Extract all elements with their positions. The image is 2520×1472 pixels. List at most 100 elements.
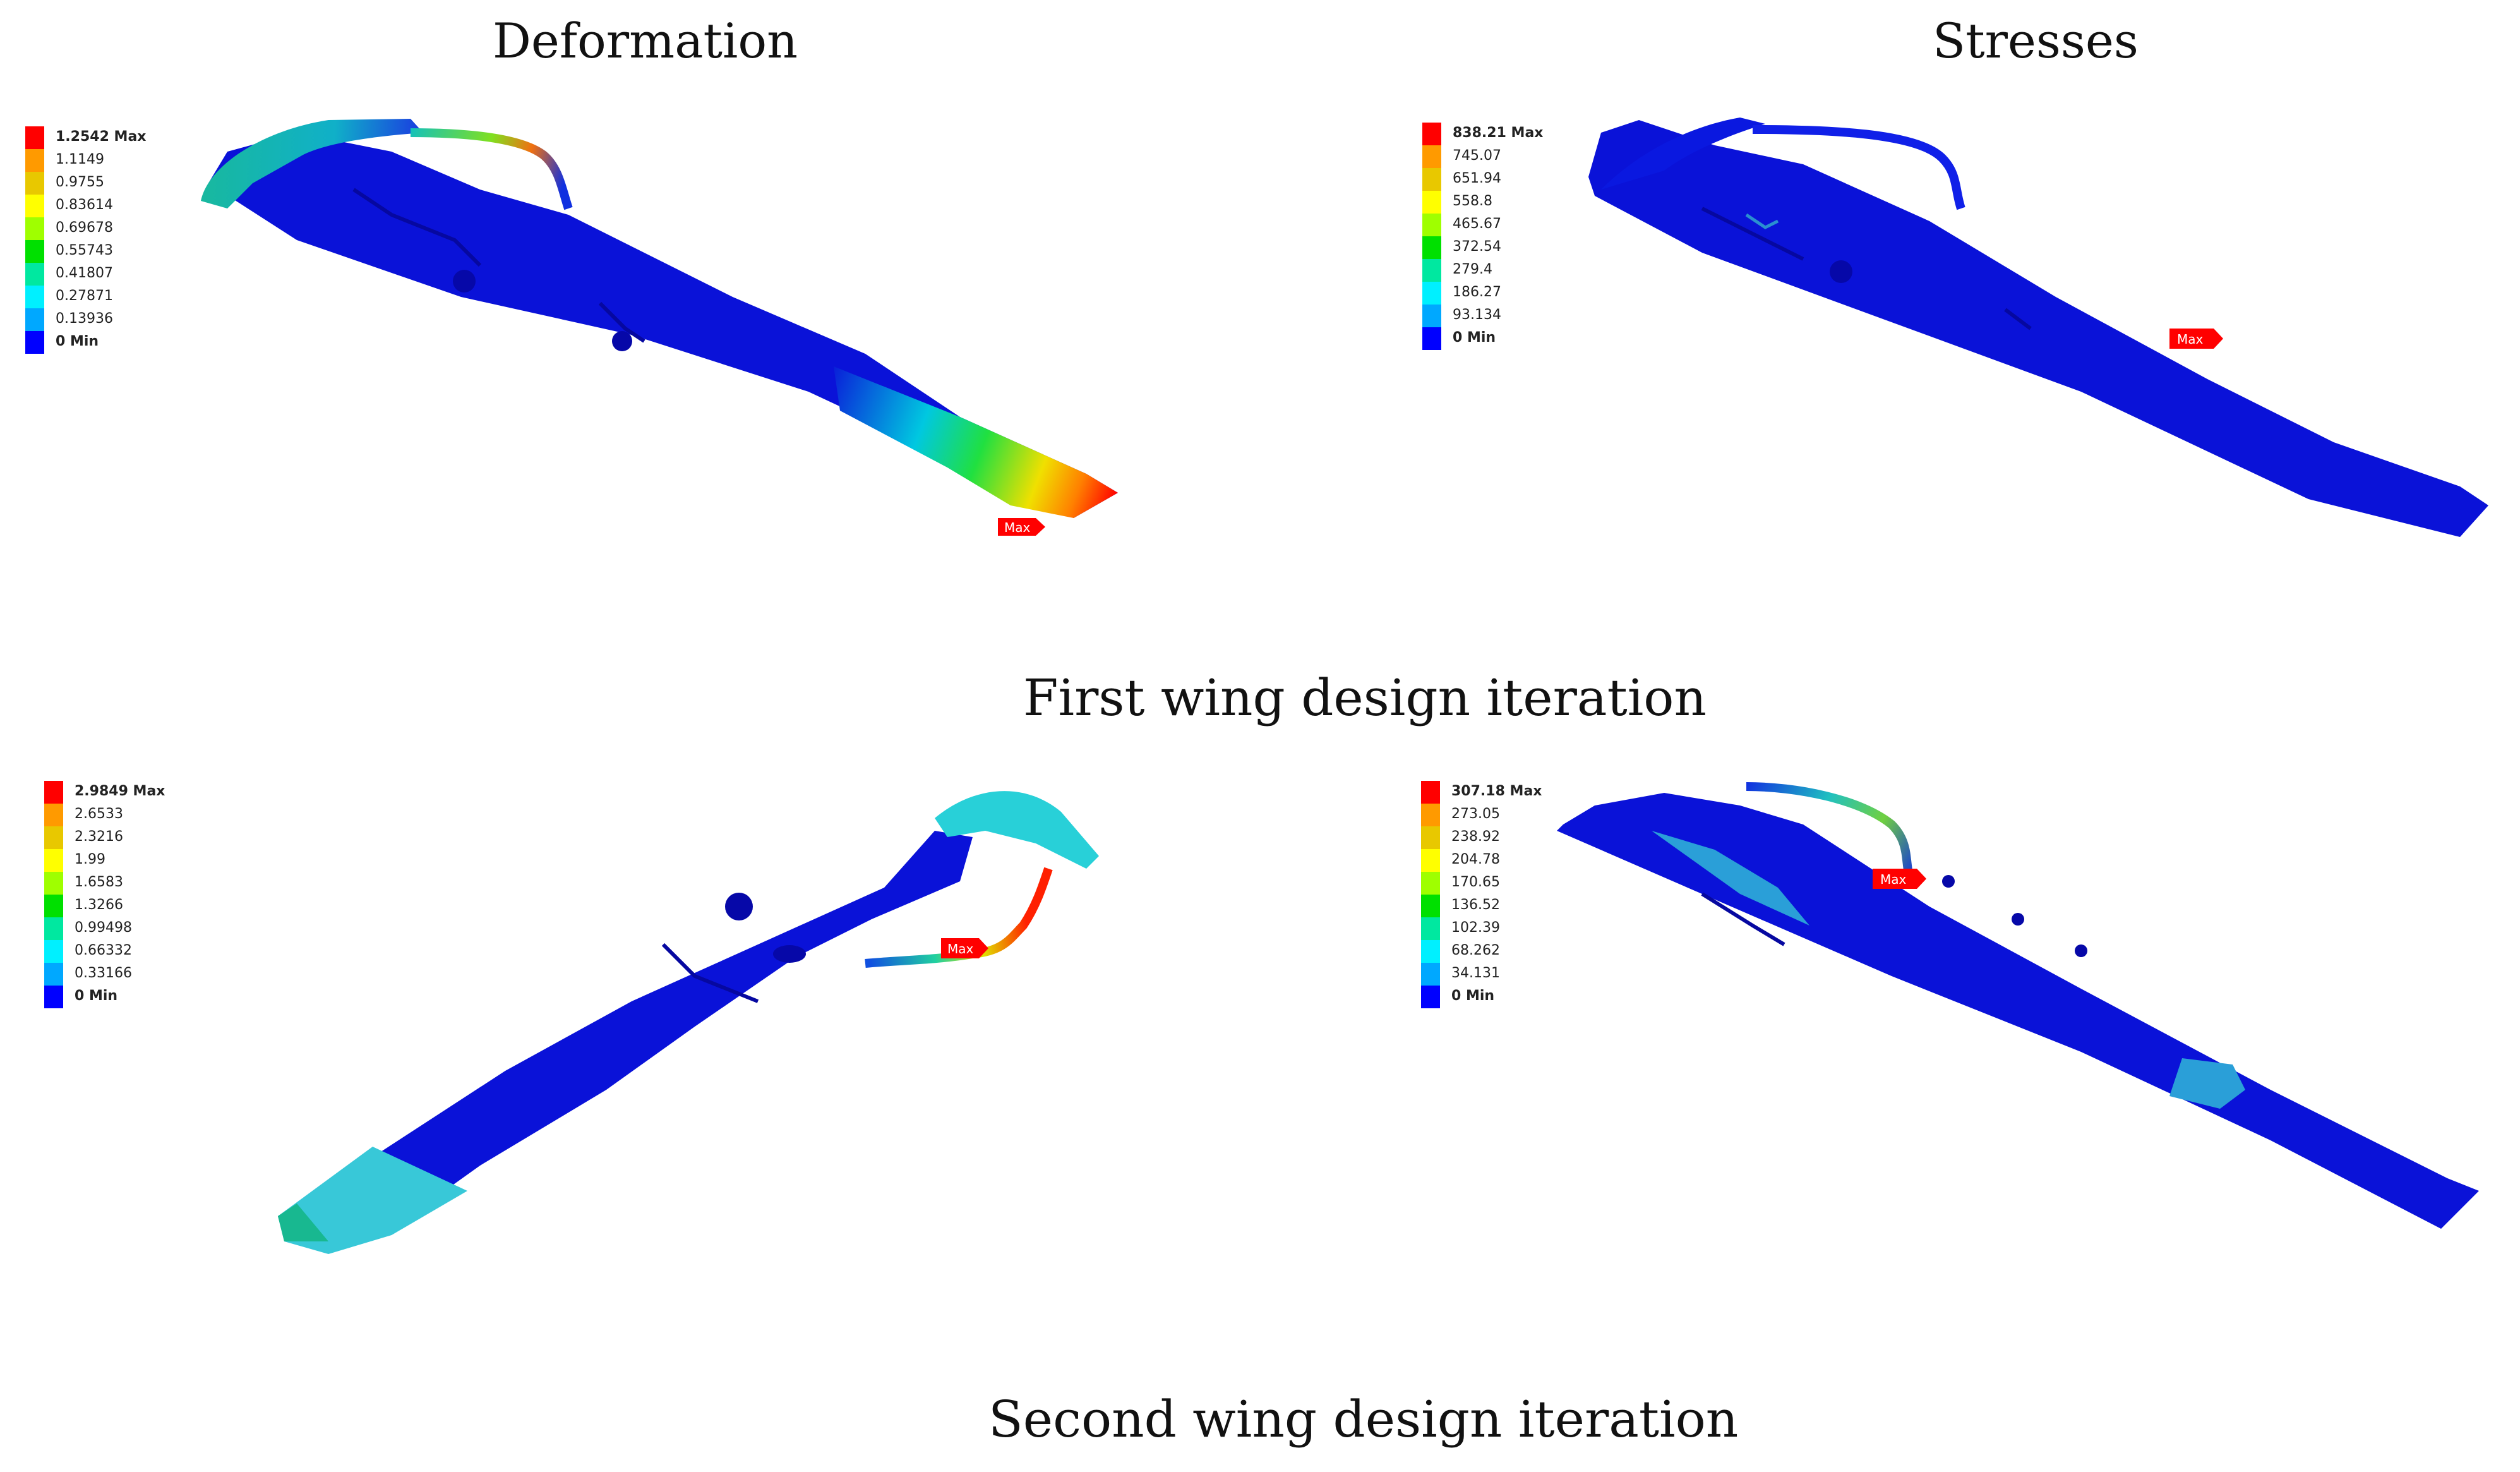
max-tag-shape	[941, 938, 988, 958]
legend-label: 93.134	[1453, 307, 1501, 323]
legend-label: 2.9849 Max	[75, 783, 165, 799]
legend-label: 372.54	[1453, 239, 1501, 255]
legend-label: 1.3266	[75, 897, 123, 913]
legend-swatch	[25, 240, 44, 263]
legend-label: 307.18 Max	[1451, 783, 1542, 799]
legend-swatch	[1422, 123, 1441, 145]
legend-swatch	[1422, 305, 1441, 327]
legend-label: 0 Min	[1451, 988, 1495, 1004]
wing-stress-iteration1: Max	[1588, 118, 2488, 537]
legend-label: 34.131	[1451, 965, 1500, 981]
max-tag-label: Max	[2177, 332, 2204, 347]
legend-swatch	[1422, 145, 1441, 168]
legend-label: 0 Min	[75, 988, 118, 1004]
legend-label: 0.9755	[56, 174, 104, 190]
legend-swatch	[1421, 917, 1440, 940]
legend-swatch	[1421, 872, 1440, 895]
first-iteration-caption: First wing design iteration	[1023, 668, 1707, 727]
legend-label: 136.52	[1451, 897, 1500, 913]
legend-label: 238.92	[1451, 829, 1500, 845]
legend-swatch	[25, 195, 44, 217]
max-tag-shape	[998, 518, 1045, 536]
legend-label: 273.05	[1451, 806, 1500, 822]
legend-label: 1.6583	[75, 874, 123, 890]
legend-label: 1.99	[75, 852, 105, 867]
legend-label: 0.55743	[56, 243, 113, 258]
legend-label: 2.6533	[75, 806, 123, 822]
legend-swatch	[44, 963, 63, 986]
wing-body	[278, 831, 973, 1241]
wing-root	[935, 791, 1099, 869]
legend-swatch	[1422, 214, 1441, 236]
stresses-title: Stresses	[1933, 13, 2139, 69]
legend-label: 465.67	[1453, 216, 1501, 232]
legend-label: 170.65	[1451, 874, 1500, 890]
wing-deformation-iteration1: Max	[201, 119, 1118, 536]
legend-label: 0.33166	[75, 965, 132, 981]
legend-swatch	[1421, 963, 1440, 986]
deformation-title: Deformation	[493, 13, 798, 69]
second-iteration-caption: Second wing design iteration	[988, 1390, 1739, 1449]
legend-swatch	[1421, 804, 1440, 826]
legend-swatch	[44, 826, 63, 849]
legend-label: 2.3216	[75, 829, 123, 845]
legend-swatch	[1422, 327, 1441, 350]
legend-swatch	[25, 331, 44, 354]
legend-label: 186.27	[1453, 284, 1501, 300]
legend-label: 745.07	[1453, 148, 1501, 164]
legend-swatch	[25, 149, 44, 172]
legend-swatch	[44, 804, 63, 826]
wing-tip-colored	[278, 1147, 467, 1254]
legend-swatch	[25, 286, 44, 308]
legend-label: 1.2542 Max	[56, 129, 147, 145]
legend-label: 0.83614	[56, 197, 113, 213]
legend-swatch	[1421, 986, 1440, 1008]
legend-label: 0.99498	[75, 920, 132, 936]
legend-swatch	[44, 872, 63, 895]
legend-label: 651.94	[1453, 171, 1501, 186]
legend-swatch	[1421, 781, 1440, 804]
wing-stress-iteration2: Max	[1557, 782, 2479, 1229]
wing-root	[201, 119, 423, 208]
legend-swatch	[25, 172, 44, 195]
legend-swatch	[44, 895, 63, 917]
legend-swatch	[1422, 259, 1441, 282]
flex-arc	[410, 128, 573, 210]
legend-swatch	[1421, 895, 1440, 917]
legend-label: 102.39	[1451, 920, 1500, 936]
legend-label: 68.262	[1451, 943, 1500, 958]
legend-label: 0.13936	[56, 311, 113, 327]
legend-label: 0.69678	[56, 220, 113, 236]
legend-label: 279.4	[1453, 262, 1492, 277]
flex-arc	[1752, 125, 1965, 210]
legend-label: 204.78	[1451, 852, 1500, 867]
legend-label: 838.21 Max	[1453, 125, 1544, 141]
wing-deformation-iteration2: Max	[278, 791, 1099, 1254]
legend-swatch	[44, 986, 63, 1008]
max-tag-label: Max	[1880, 872, 1907, 887]
flex-arc	[865, 867, 1053, 968]
legend-swatch	[44, 917, 63, 940]
max-tag-label: Max	[1004, 520, 1031, 535]
legend-swatch	[1421, 940, 1440, 963]
legend-label: 0.66332	[75, 943, 132, 958]
legend-swatch	[25, 217, 44, 240]
wing-body	[1588, 120, 2488, 537]
legend-swatch	[1422, 191, 1441, 214]
wing-tip-colored	[834, 366, 1118, 518]
legend-label: 0 Min	[1453, 330, 1496, 346]
legend-swatch	[25, 263, 44, 286]
legend-swatch	[1422, 168, 1441, 191]
legend-swatch	[25, 308, 44, 331]
legend-label: 558.8	[1453, 193, 1492, 209]
legend-label: 0.41807	[56, 265, 113, 281]
flex-arc	[1746, 782, 1915, 883]
legend-swatch	[25, 126, 44, 149]
legend-swatch	[1421, 826, 1440, 849]
legend-swatch	[44, 781, 63, 804]
legend-label: 1.1149	[56, 152, 104, 167]
legend-swatch	[1422, 236, 1441, 259]
max-tag-shape	[2169, 329, 2223, 349]
legend-swatch	[1421, 849, 1440, 872]
legend-swatch	[1422, 282, 1441, 305]
